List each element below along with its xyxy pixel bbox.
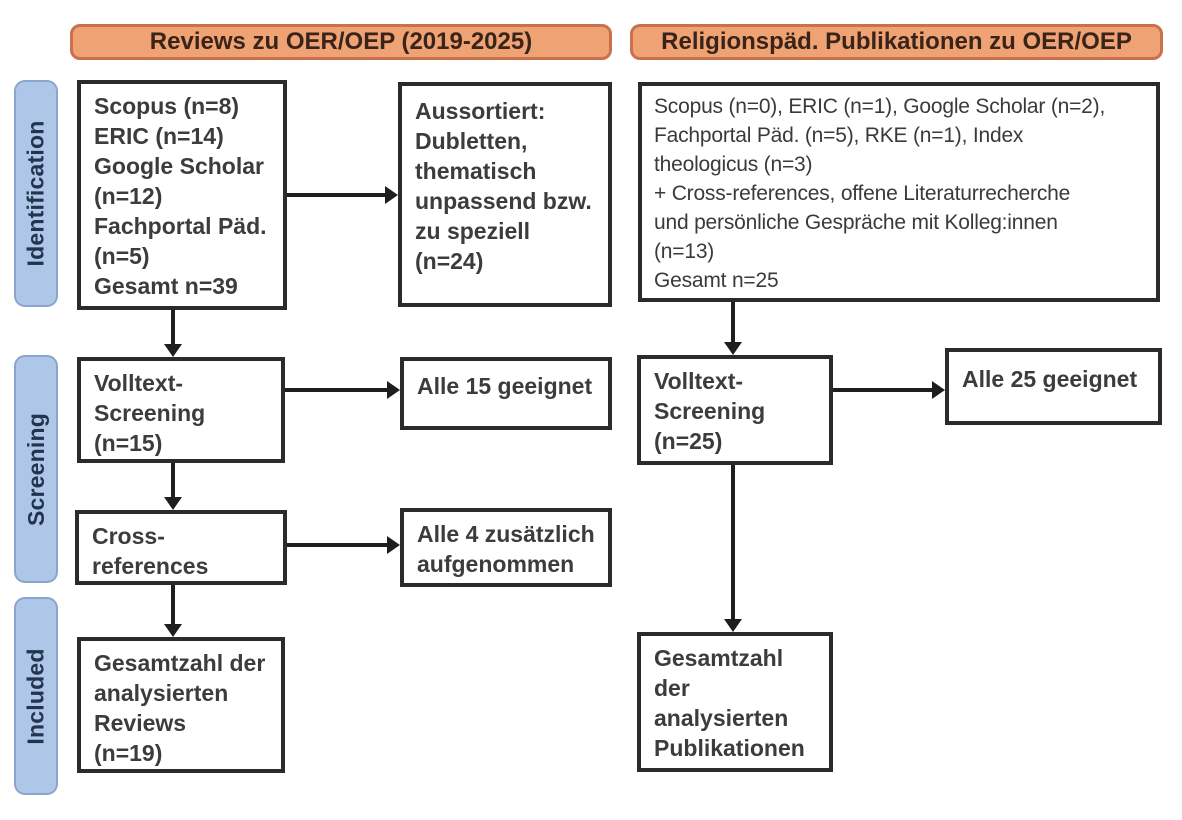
arrow-crossref-to-included [164, 585, 182, 637]
stage-label-identification-text: Identification [22, 120, 49, 267]
column-header-religionspaed: Religionspäd. Publikationen zu OER/OEP [630, 24, 1163, 60]
box-fulltext-screening-right: Volltext- Screening (n=25) [637, 355, 833, 465]
box-fulltext-screening-left: Volltext- Screening (n=15) [77, 357, 285, 463]
box-included-total-left: Gesamtzahl der analysierten Reviews (n=1… [77, 637, 285, 773]
box-included-total-right: Gesamtzahl der analysierten Publikatione… [637, 632, 833, 772]
stage-label-screening-text: Screening [22, 412, 49, 526]
column-header-reviews: Reviews zu OER/OEP (2019-2025) [70, 24, 612, 60]
arrow-sources-to-excluded [287, 186, 398, 204]
arrow-crossref-to-result [287, 536, 400, 554]
stage-label-screening: Screening [14, 355, 58, 583]
arrow-fulltext-to-result-left [285, 381, 400, 399]
arrow-fulltext-to-included-right [724, 465, 742, 632]
arrow-fulltext-to-crossref [164, 463, 182, 510]
box-sources-right: Scopus (n=0), ERIC (n=1), Google Scholar… [638, 82, 1160, 302]
arrow-fulltext-to-result-right [833, 381, 945, 399]
box-cross-references: Cross-references (n=4) [75, 510, 287, 585]
stage-label-identification: Identification [14, 80, 58, 307]
box-sources-left: Scopus (n=8) ERIC (n=14) Google Scholar … [77, 80, 287, 310]
box-cross-references-result: Alle 4 zusätzlich aufgenommen [400, 508, 612, 587]
arrow-sources-to-fulltext-right [724, 302, 742, 355]
stage-label-included: Included [14, 597, 58, 795]
box-fulltext-result-right: Alle 25 geeignet [945, 348, 1162, 425]
box-fulltext-result-left: Alle 15 geeignet [400, 357, 612, 430]
stage-label-included-text: Included [22, 647, 49, 745]
box-excluded-left: Aussortiert: Dubletten, thematisch unpas… [398, 82, 612, 307]
arrow-sources-to-fulltext-left [164, 310, 182, 357]
